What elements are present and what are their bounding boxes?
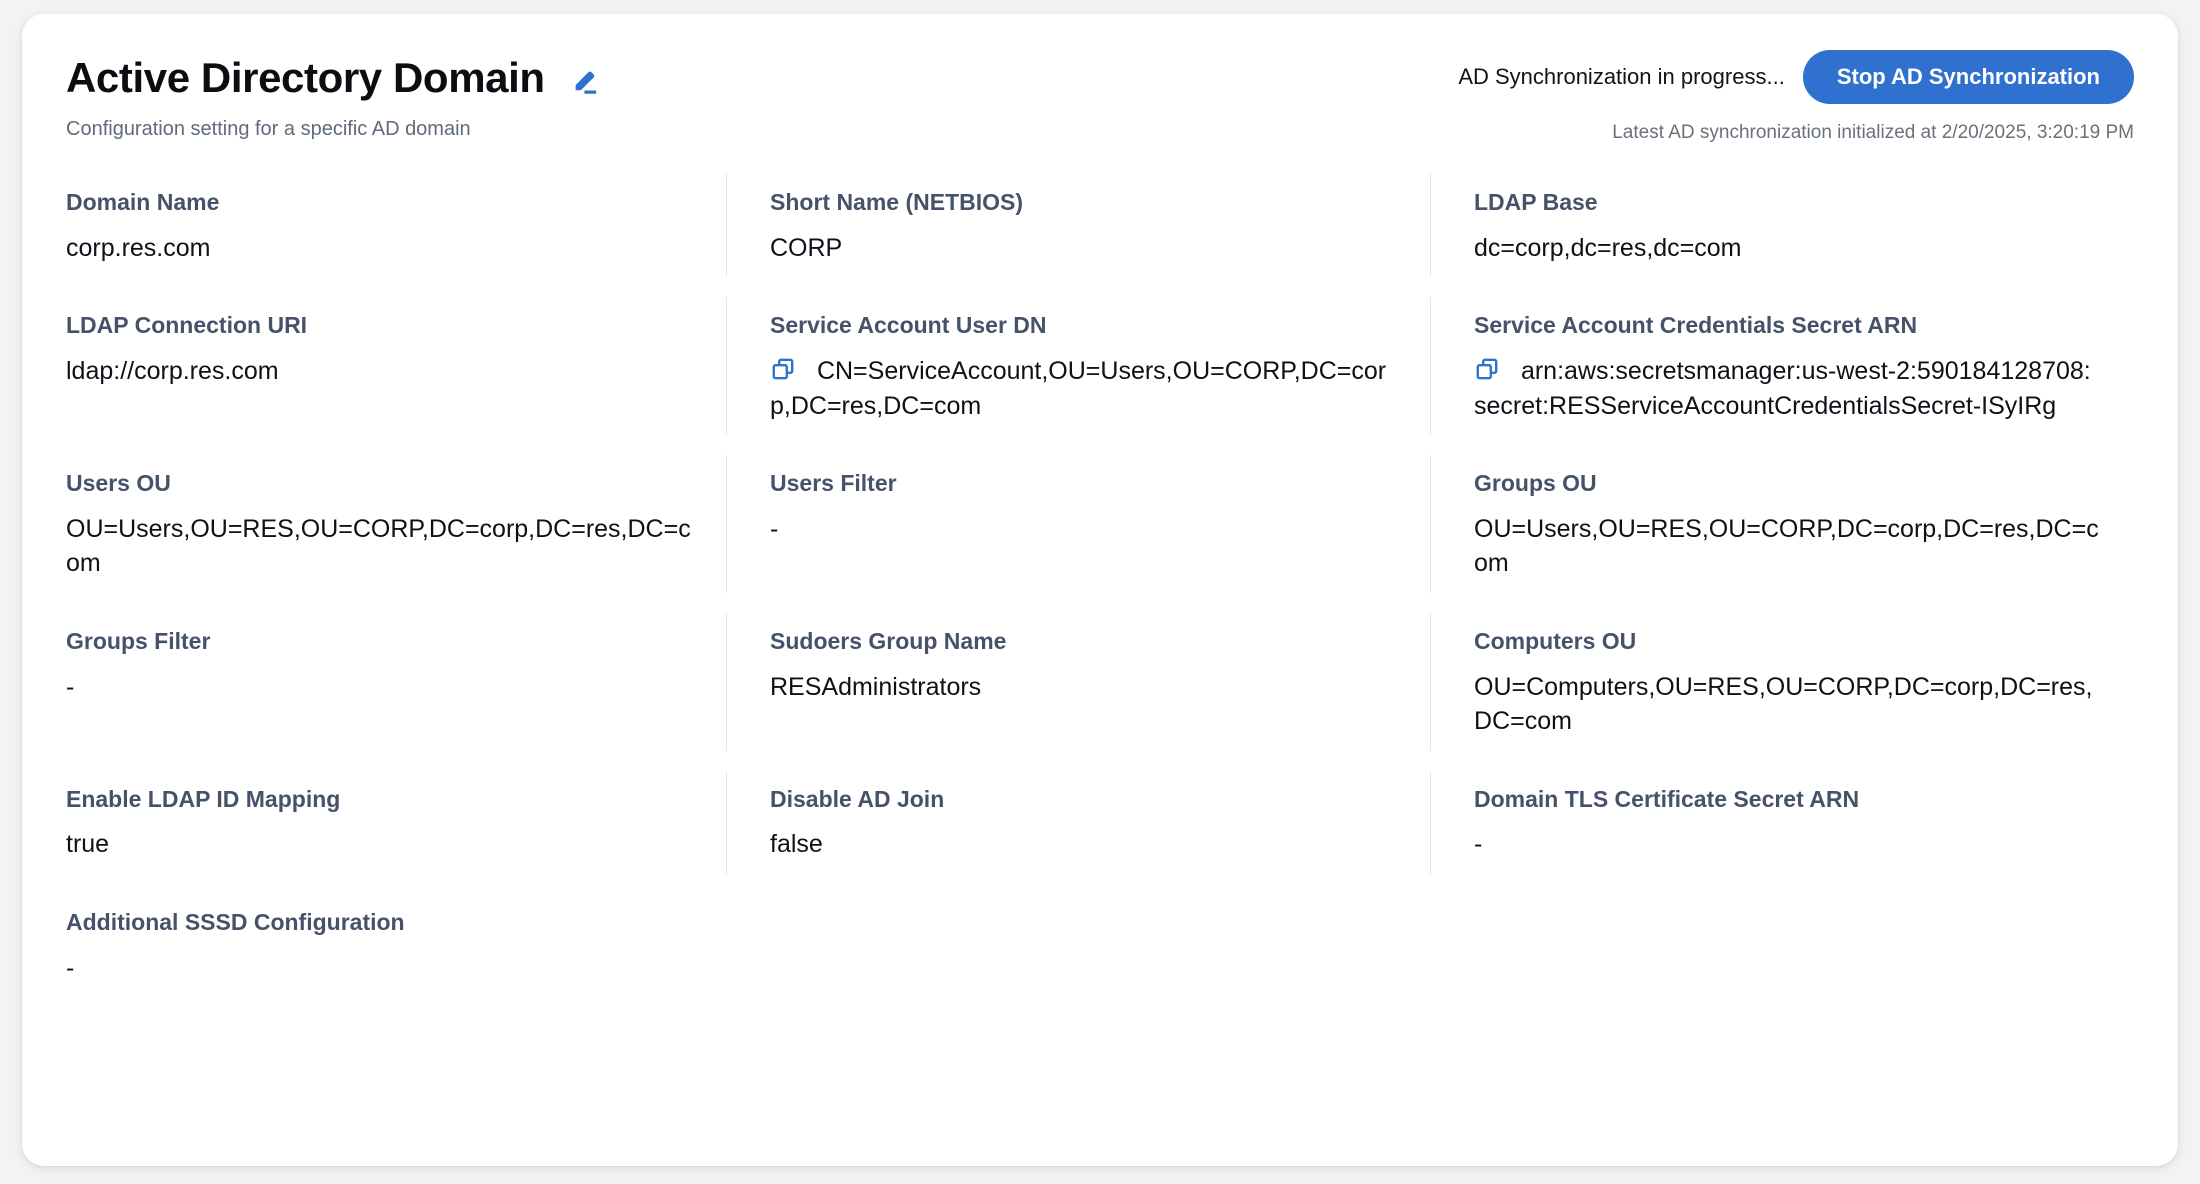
copy-icon[interactable] [770,356,796,382]
field-label: Users OU [66,470,171,496]
field-value: OU=Computers,OU=RES,OU=CORP,DC=corp,DC=r… [1474,672,2093,736]
field-label: Disable AD Join [770,785,945,812]
field-value: - [1474,830,1483,859]
field-value: CORP [770,233,843,262]
field-empty [1430,884,2134,1007]
field-row: Additional SSSD Configuration - [66,884,2134,1007]
page-subtitle: Configuration setting for a specific AD … [66,118,471,141]
field-label: LDAP Base [1474,189,1598,215]
title-row: Active Directory Domain [66,54,601,101]
field-short-name: Short Name (NETBIOS) CORP [726,164,1430,287]
field-groups-filter: Groups Filter - [66,603,726,761]
sync-status-text: AD Synchronization in progress... [1458,64,1785,90]
card-header: Active Directory Domain Configuration se… [22,14,2178,164]
field-ldap-base: LDAP Base dc=corp,dc=res,dc=com [1430,164,2134,287]
field-row: Domain Name corp.res.com Short Name (NET… [66,164,2134,287]
field-value: false [770,830,823,859]
field-label: Short Name (NETBIOS) [770,189,1024,215]
header-left: Active Directory Domain Configuration se… [66,54,601,142]
field-users-filter: Users Filter - [726,445,1430,603]
page-title: Active Directory Domain [66,54,545,101]
field-value-with-copy: CN=ServiceAccount,OU=Users,OU=CORP,DC=co… [770,354,1396,423]
field-value: OU=Users,OU=RES,OU=CORP,DC=corp,DC=res,D… [1474,514,2099,578]
copy-icon[interactable] [1474,356,1500,382]
field-domain-name: Domain Name corp.res.com [66,164,726,287]
field-value: OU=Users,OU=RES,OU=CORP,DC=corp,DC=res,D… [66,514,691,578]
field-label: Sudoers Group Name [770,627,1007,654]
field-row: Users OU OU=Users,OU=RES,OU=CORP,DC=corp… [66,445,2134,603]
field-label: Enable LDAP ID Mapping [66,785,341,812]
field-value: - [66,672,75,701]
field-label: Service Account User DN [770,312,1047,339]
field-value: corp.res.com [66,233,211,262]
field-value: CN=ServiceAccount,OU=Users,OU=CORP,DC=co… [770,357,1387,420]
field-label: Additional SSSD Configuration [66,908,405,935]
field-computers-ou: Computers OU OU=Computers,OU=RES,OU=CORP… [1430,603,2134,761]
stop-ad-synchronization-button[interactable]: Stop AD Synchronization [1802,50,2134,105]
field-label: Domain Name [66,189,220,215]
field-enable-ldap-id-mapping: Enable LDAP ID Mapping true [66,761,726,884]
field-sudoers-group-name: Sudoers Group Name RESAdministrators [726,603,1430,761]
field-value: - [770,514,779,543]
field-label: Service Account Credentials Secret ARN [1474,312,1918,339]
field-label: Groups OU [1474,470,1597,496]
field-label: Groups Filter [66,627,211,654]
field-groups-ou: Groups OU OU=Users,OU=RES,OU=CORP,DC=cor… [1430,445,2134,603]
field-label: Computers OU [1474,627,1637,654]
field-value: RESAdministrators [770,672,982,701]
field-value: - [66,953,75,982]
field-row: Groups Filter - Sudoers Group Name RESAd… [66,603,2134,761]
pencil-edit-icon[interactable] [569,65,601,97]
sync-row: AD Synchronization in progress... Stop A… [1458,50,2134,105]
field-grid: Domain Name corp.res.com Short Name (NET… [22,164,2178,1007]
sync-note-text: Latest AD synchronization initialized at… [1612,122,2134,144]
field-value: ldap://corp.res.com [66,357,279,385]
field-disable-ad-join: Disable AD Join false [726,761,1430,884]
field-label: LDAP Connection URI [66,312,308,339]
field-empty [726,884,1430,1007]
field-ldap-connection-uri: LDAP Connection URI ldap://corp.res.com [66,287,726,445]
field-label: Users Filter [770,470,897,496]
field-row: LDAP Connection URI ldap://corp.res.com … [66,287,2134,445]
header-right: AD Synchronization in progress... Stop A… [1458,50,2134,144]
field-value: arn:aws:secretsmanager:us-west-2:5901841… [1474,357,2091,420]
ad-domain-card: Active Directory Domain Configuration se… [22,14,2178,1166]
field-service-account-credentials-secret-arn: Service Account Credentials Secret ARN a… [1430,287,2134,445]
field-label: Domain TLS Certificate Secret ARN [1474,785,1860,812]
field-value: true [66,830,110,859]
field-additional-sssd-configuration: Additional SSSD Configuration - [66,884,726,1007]
field-value-with-copy: arn:aws:secretsmanager:us-west-2:5901841… [1474,354,2100,423]
field-domain-tls-certificate-secret-arn: Domain TLS Certificate Secret ARN - [1430,761,2134,884]
field-users-ou: Users OU OU=Users,OU=RES,OU=CORP,DC=corp… [66,445,726,603]
field-row: Enable LDAP ID Mapping true Disable AD J… [66,761,2134,884]
field-service-account-user-dn: Service Account User DN CN=ServiceAccoun… [726,287,1430,445]
field-value: dc=corp,dc=res,dc=com [1474,233,1742,262]
